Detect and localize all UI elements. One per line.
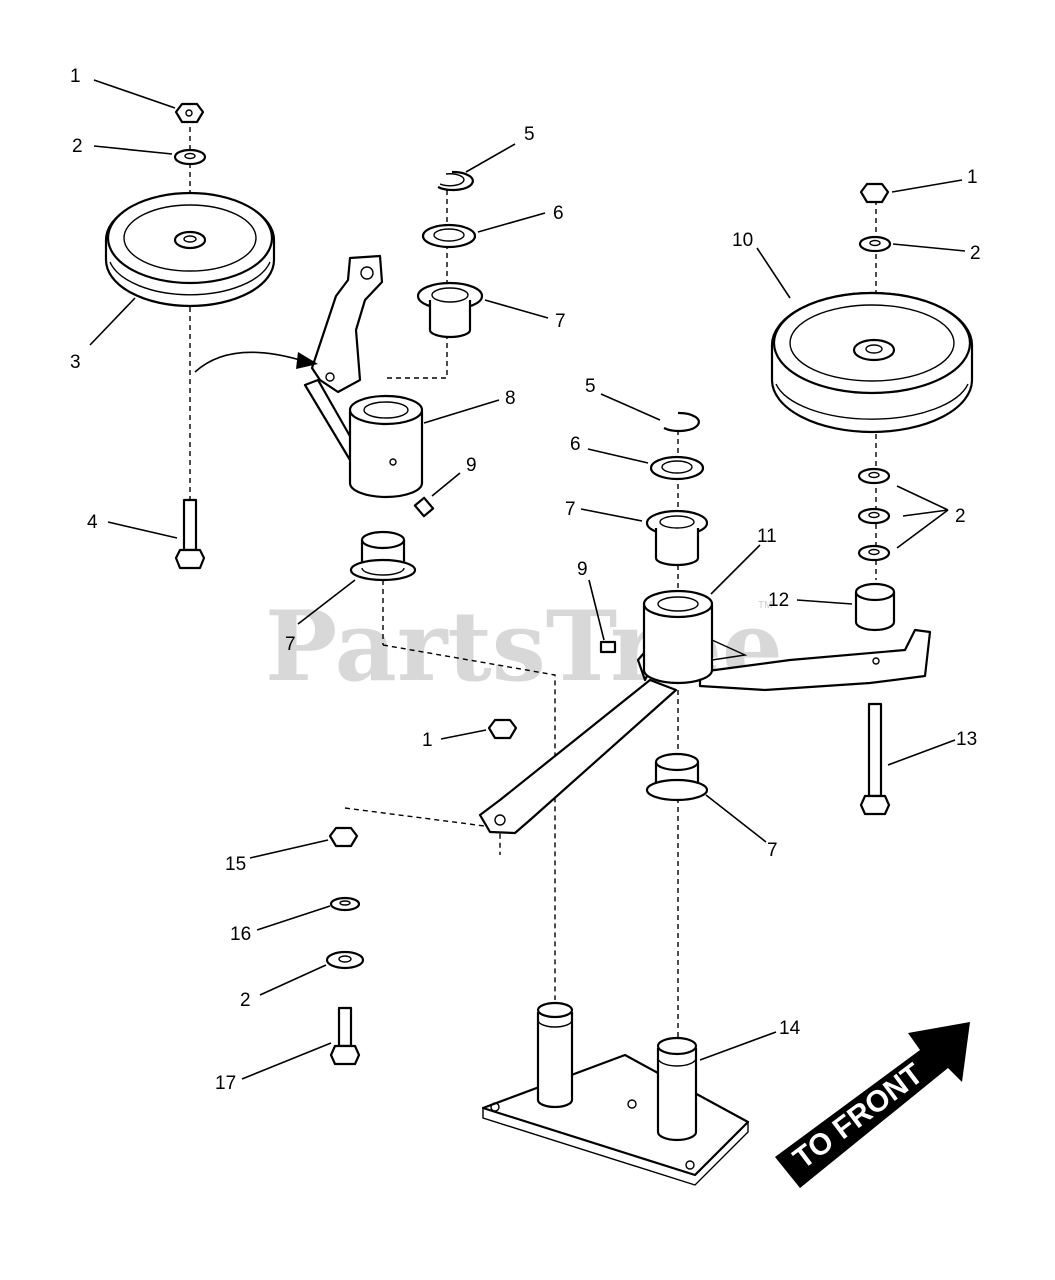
callout-6-upper-washer: 6 [553,203,564,224]
callout-15-lower-nut: 15 [225,854,246,875]
callout-16-lower-washer: 16 [230,924,251,945]
callout-13-right-bolt: 13 [956,729,977,750]
leader-lines [89,79,966,1080]
washer-center [649,455,705,481]
idler-pulley-left [104,191,276,308]
washers-right-stack [857,467,891,562]
callout-2-right-washer: 2 [970,243,981,264]
callout-9-center-screw: 9 [577,559,588,580]
callout-7-lower-bushing: 7 [767,840,778,861]
callout-5-upper-ring: 5 [524,124,535,145]
spacer-right [854,582,896,632]
idler-arm-left [303,254,424,499]
callout-7-center-bushing: 7 [565,499,576,520]
callout-5-center-ring: 5 [585,376,596,397]
idler-pulley-right [770,291,974,434]
watermark-tm: TM [758,600,772,611]
flange-bushing-left-lower [349,530,417,582]
callout-14-bracket: 14 [779,1018,801,1039]
bolt-left [174,498,206,570]
callout-4-left-bolt: 4 [87,512,98,533]
callout-9-left-screw: 9 [466,455,477,476]
retaining-ring-center [663,411,700,433]
arrow-head [296,352,318,369]
mounting-bracket [481,1001,750,1186]
callout-1-left-nut: 1 [70,66,81,87]
nut-left-top [174,102,205,124]
flange-bushing-center-upper [645,509,709,567]
callout-2-washer-stack: 2 [955,506,966,527]
to-front-label: TO FRONT [787,1057,929,1175]
callout-8-left-arm: 8 [505,388,516,409]
callout-1-center-nut: 1 [422,730,433,751]
washer-left-top [173,148,207,166]
arrow-curve [194,351,301,373]
washer-lower-2 [325,950,365,970]
idler-arm-center [478,589,932,835]
callouts: 1 2 3 4 5 6 7 8 9 7 1 2 10 5 6 7 11 2 9 … [70,66,981,1094]
washer-lower-16 [329,896,361,912]
nut-center [487,718,518,740]
callout-12-spacer: 12 [768,590,789,611]
washer-upper [421,223,477,249]
set-screw-left [413,496,435,518]
assembly-lines [189,118,877,1040]
flange-bushing-upper [416,281,484,339]
to-front-arrow: TO FRONT [775,1022,970,1188]
flange-bushing-center-lower [645,752,709,802]
bolt-right [859,702,891,816]
callout-2-lower-washer: 2 [240,990,251,1011]
callout-7-upper-bushing: 7 [555,311,566,332]
set-screw-center [599,640,617,654]
callout-2-left-washer: 2 [72,136,83,157]
callout-11-center-arm: 11 [757,526,777,547]
nut-lower-left [328,826,359,848]
washer-right-top [858,235,892,253]
callout-1-right-nut: 1 [967,167,978,188]
retaining-ring-upper [437,170,474,192]
bolt-lower [329,1006,361,1066]
callout-6-center-washer: 6 [570,434,581,455]
callout-10-right-pulley: 10 [732,230,753,251]
callout-7-left-bushing: 7 [285,634,296,655]
callout-3-left-pulley: 3 [70,352,81,373]
nut-right-top [859,182,890,204]
callout-17-lower-bolt: 17 [215,1073,236,1094]
